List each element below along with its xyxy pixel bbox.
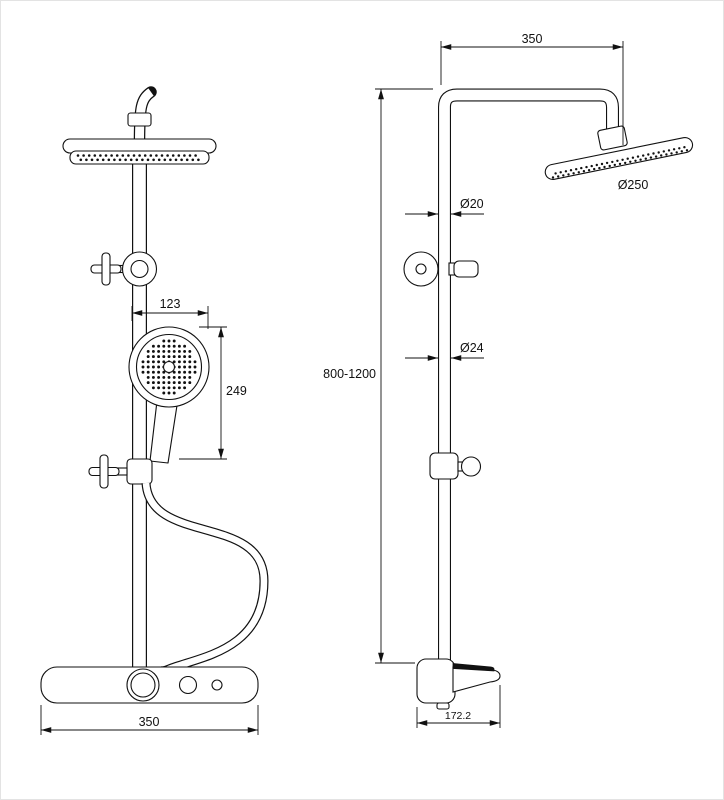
front-mixer-body: [40, 666, 259, 704]
side-mixer-spout-top: [452, 663, 495, 672]
front-hand-shower-handle: [149, 398, 179, 464]
side-slider: [429, 452, 482, 480]
dim-label-d20: Ø20: [460, 197, 484, 211]
front-upper-bracket-ring: [121, 251, 158, 287]
front-lower-slider: [88, 454, 153, 489]
front-view: 123 249 350: [40, 86, 269, 735]
front-mixer-button-1: [178, 675, 198, 695]
front-mixer-button-2: [211, 679, 223, 691]
side-view: Ø250 350: [323, 32, 694, 728]
dim-label-800-1200: 800-1200: [323, 367, 376, 381]
front-shower-hose: [141, 482, 269, 676]
side-bracket-flange: [403, 251, 439, 287]
dim-upper-pipe-diameter: Ø20: [405, 197, 484, 217]
side-wall-bracket: [403, 251, 479, 287]
dim-label-d250: Ø250: [618, 178, 649, 192]
dim-label-front-350: 350: [139, 715, 160, 729]
side-slider-knob: [460, 456, 482, 477]
side-mixer-body: [416, 658, 456, 704]
front-rain-shower-head: [62, 138, 217, 165]
front-hand-shower-center-cap: [162, 360, 176, 374]
front-gooseneck-pipe: [127, 86, 157, 149]
dim-mixer-depth: 172.2: [416, 685, 501, 728]
dim-column-height: 800-1200: [323, 88, 433, 664]
dim-label-side-350: 350: [522, 32, 543, 46]
front-hand-shower: [128, 326, 210, 464]
dim-hand-shower-length: 249: [179, 326, 247, 460]
front-lower-cross-handle-v: [99, 454, 109, 489]
front-head-spray-dots: [76, 154, 200, 162]
side-mixer-stub: [436, 702, 450, 710]
side-head-spray-dots: [551, 146, 689, 179]
side-mixer: [416, 658, 501, 710]
dim-mixer-width: 350: [40, 705, 259, 735]
side-bracket-handle: [453, 260, 479, 278]
front-neck-flange: [127, 112, 152, 127]
front-mixer-diverter-knob: [126, 668, 160, 702]
side-rain-shower-head: Ø250: [544, 125, 694, 192]
front-upper-bracket: [90, 251, 158, 287]
side-slider-clamp: [429, 452, 459, 480]
side-riser-and-arm-pipe: [438, 88, 619, 665]
side-head-connector: [597, 125, 628, 151]
dim-lower-pipe-diameter: Ø24: [405, 341, 484, 361]
dim-label-d24: Ø24: [460, 341, 484, 355]
front-upper-cross-handle-v: [101, 252, 111, 286]
dim-hand-shower-offset: 123: [131, 297, 209, 329]
dim-arm-reach: 350: [440, 32, 624, 145]
dim-label-123: 123: [160, 297, 181, 311]
dim-label-172-2: 172.2: [445, 710, 471, 722]
front-slider-clamp: [126, 458, 153, 485]
dim-label-249: 249: [226, 384, 247, 398]
